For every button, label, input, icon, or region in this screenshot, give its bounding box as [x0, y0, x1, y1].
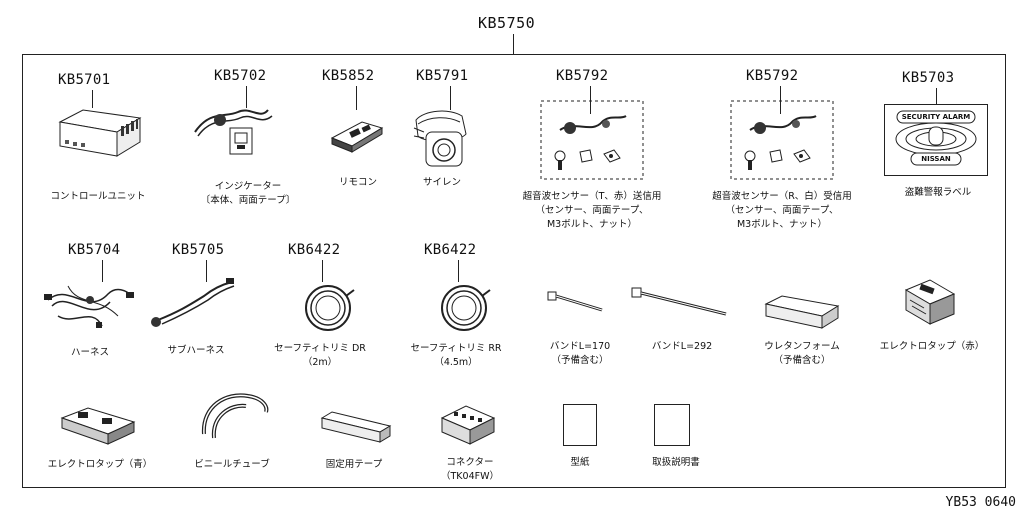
tap-red-illustration: [904, 279, 956, 325]
kit-leader: [513, 34, 514, 54]
leader-line: [356, 86, 357, 110]
label-line-2: （センサー、両面テープ、: [535, 205, 649, 216]
part-label: セーフティトリミ DR （2m）: [274, 342, 366, 370]
label-line-3: M3ボルト、ナット）: [546, 219, 638, 230]
part-label: エレクトロタップ（青）: [47, 459, 153, 470]
label-line-1: バンドL=170: [549, 341, 611, 352]
part-label: リモコン: [338, 177, 378, 188]
part-label: 取扱説明書: [652, 457, 700, 468]
part-label: 盗難警報ラベル: [904, 187, 972, 198]
label-line-1: ウレタンフォーム: [764, 341, 840, 352]
leader-line: [246, 86, 247, 108]
part-label: コネクター （TK04FW）: [441, 456, 499, 484]
leader-line: [92, 90, 93, 108]
trim-dr-illustration: [305, 285, 355, 331]
label-line-1: 超音波センサー（T、赤）送信用: [522, 191, 662, 202]
part-code: KB5701: [58, 72, 111, 88]
part-code: KB5792: [556, 68, 609, 84]
alarm-sticker: SECURITY ALARM NISSAN: [884, 104, 988, 176]
template-sheet: [563, 404, 597, 446]
leader-line: [936, 88, 937, 104]
label-line-2: （TK04FW）: [441, 471, 499, 482]
part-label: 超音波センサー（T、赤）送信用 （センサー、両面テープ、 M3ボルト、ナット）: [523, 190, 662, 232]
sub-harness-illustration: [151, 278, 235, 327]
part-label: ウレタンフォーム （予備含む）: [764, 340, 839, 368]
part-code: KB5791: [416, 68, 469, 84]
part-label: 超音波センサー（R、白）受信用 （センサー、両面テープ、 M3ボルト、ナット）: [712, 190, 852, 232]
part-label: コントロールユニット: [50, 191, 146, 202]
label-line-2: 〔本体、両面テープ〕: [200, 195, 296, 206]
leader-line: [102, 260, 103, 282]
part-code: KB5705: [172, 242, 225, 258]
parts-frame: [22, 54, 1006, 488]
part-code: KB5852: [322, 68, 375, 84]
leader-line: [590, 86, 591, 114]
urethane-illustration: [764, 295, 840, 329]
part-code: KB5702: [214, 68, 267, 84]
vinyl-tube-illustration: [201, 393, 269, 439]
label-line-3: M3ボルト、ナット）: [736, 219, 828, 230]
band-292-illustration: [631, 287, 727, 316]
part-code: KB5704: [68, 242, 121, 258]
part-label: バンドL=170 （予備含む）: [550, 340, 610, 368]
trim-rr-illustration: [441, 285, 491, 331]
sensor-tx-illustration: [540, 100, 644, 180]
part-label: 固定用テープ: [325, 459, 383, 470]
leader-line: [322, 260, 323, 282]
part-code: KB6422: [424, 242, 477, 258]
manual-sheet: [654, 404, 690, 446]
label-line-2: （4.5m）: [434, 357, 478, 368]
fixing-tape-illustration: [320, 411, 392, 443]
part-label: エレクトロタップ（赤）: [879, 341, 985, 352]
figure-ref: YB53 0640: [945, 495, 1016, 510]
part-label: サブハーネス: [167, 345, 225, 356]
band-170-illustration: [547, 291, 603, 312]
label-line-2: （予備含む）: [551, 355, 609, 366]
control-unit-illustration: [58, 109, 142, 157]
part-label: ビニールチューブ: [194, 459, 270, 470]
tap-blue-illustration: [60, 407, 136, 445]
sticker-top-text: SECURITY ALARM: [901, 113, 971, 121]
leader-line: [458, 260, 459, 282]
label-line-2: （2m）: [302, 357, 338, 368]
label-line-2: （センサー、両面テープ、: [725, 205, 839, 216]
part-code: KB5703: [902, 70, 955, 86]
label-line-1: セーフティトリミ DR: [274, 343, 366, 354]
label-line-2: （予備含む）: [773, 355, 831, 366]
part-label: セーフティトリミ RR （4.5m）: [410, 342, 501, 370]
part-label: ハーネス: [70, 347, 110, 358]
alarm-sticker-graphic: [895, 110, 977, 166]
label-line-1: コネクター: [446, 457, 494, 468]
harness-illustration: [44, 285, 134, 328]
part-label: インジケーター 〔本体、両面テープ〕: [201, 180, 295, 208]
part-label: バンドL=292: [651, 341, 713, 352]
label-line-1: セーフティトリミ RR: [410, 343, 502, 354]
connector-illustration: [440, 405, 496, 445]
part-code: KB5792: [746, 68, 799, 84]
part-label: サイレン: [422, 177, 462, 188]
indicator-illustration: [194, 109, 273, 155]
sticker-bottom-text: NISSAN: [921, 155, 951, 163]
sensor-rx-illustration: [730, 100, 834, 180]
leader-line: [206, 260, 207, 282]
leader-line: [450, 86, 451, 110]
leader-line: [780, 86, 781, 114]
remote-illustration: [330, 121, 384, 153]
label-line-1: インジケーター: [214, 181, 282, 192]
siren-illustration: [413, 110, 467, 167]
part-code: KB6422: [288, 242, 341, 258]
kit-code: KB5750: [478, 14, 536, 32]
part-label: 型紙: [570, 457, 590, 468]
label-line-1: 超音波センサー（R、白）受信用: [712, 191, 852, 202]
